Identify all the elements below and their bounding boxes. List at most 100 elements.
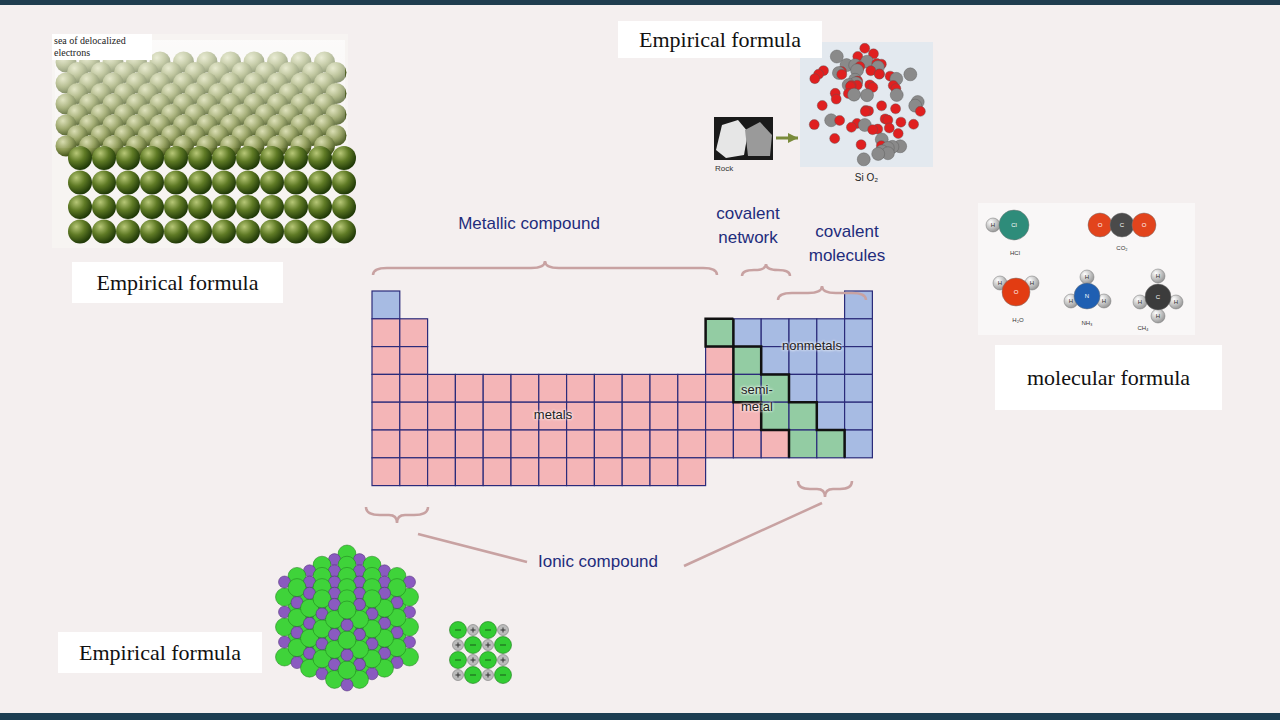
ion-circle (495, 637, 512, 654)
metal-atom (92, 220, 116, 244)
atom-symbol: H (1151, 313, 1165, 320)
element-cell (567, 430, 595, 458)
ion-sphere (338, 601, 356, 619)
element-cell (483, 458, 511, 486)
element-cell (539, 374, 567, 402)
brace (742, 264, 790, 276)
atom-symbol: O (1007, 289, 1025, 296)
element-cell (594, 374, 622, 402)
brace (798, 481, 852, 497)
element-cell (455, 430, 483, 458)
metal-atom (92, 146, 116, 170)
metal-atom (68, 195, 92, 219)
charge-sign (501, 628, 506, 633)
atom-symbol: C (1113, 222, 1131, 229)
metal-atom (236, 171, 260, 195)
charge-sign (485, 660, 491, 661)
metal-atom (92, 171, 116, 195)
group-label: Metallic compound (419, 212, 639, 236)
element-cell (622, 430, 650, 458)
element-cell (567, 458, 595, 486)
metal-atom (308, 146, 332, 170)
atom-symbol: H (986, 222, 1000, 229)
metal-atom (284, 220, 308, 244)
ion-circle (498, 655, 509, 666)
metal-atom (284, 171, 308, 195)
group-label: covalent network (703, 202, 793, 250)
mineral-photo: Rock (712, 112, 776, 164)
element-cell (817, 374, 845, 402)
network-atom (810, 74, 820, 84)
element-cell (817, 402, 845, 430)
ion-circle (480, 622, 497, 639)
network-atom (835, 115, 845, 125)
ion-circle (468, 655, 479, 666)
charge-sign (500, 675, 506, 676)
ion-sphere (341, 679, 353, 691)
element-cell (372, 458, 400, 486)
element-cell (567, 374, 595, 402)
network-atom (837, 69, 847, 79)
ion-sphere (338, 631, 356, 649)
metal-atom (212, 220, 236, 244)
network-atom (848, 88, 861, 101)
network-atom (904, 68, 917, 81)
region-label: semi- metal (741, 381, 785, 415)
group-label: covalent molecules (797, 220, 897, 268)
element-cell (622, 458, 650, 486)
region-label: metals (513, 406, 593, 423)
element-cell (428, 374, 456, 402)
metal-atom (140, 220, 164, 244)
metal-atom (164, 171, 188, 195)
network-atom (846, 122, 856, 132)
ion-sphere (338, 661, 356, 679)
network-atom (809, 120, 819, 130)
charge-sign (486, 673, 491, 678)
element-cell (845, 319, 873, 347)
element-cell (622, 374, 650, 402)
element-cell (789, 430, 817, 458)
metal-atom (68, 171, 92, 195)
formula-box: molecular formula (995, 345, 1222, 410)
ion-sphere (341, 649, 353, 661)
metal-atom (116, 171, 140, 195)
formula-box: Empirical formula (618, 21, 822, 58)
charge-sign (500, 645, 506, 646)
metal-atom (140, 171, 164, 195)
metal-atom (332, 171, 356, 195)
formula-text: Empirical formula (639, 27, 801, 53)
element-cell (372, 291, 400, 319)
network-atom (896, 117, 906, 127)
metal-atom (212, 195, 236, 219)
atom-ball (1088, 213, 1112, 237)
element-cell (650, 458, 678, 486)
metal-atom (212, 171, 236, 195)
atom-ball (999, 210, 1029, 240)
molecule-name: NH₃ (1072, 320, 1102, 327)
element-cell (845, 291, 873, 319)
metal-atom (284, 195, 308, 219)
image-caption: Rock (715, 164, 733, 174)
metal-atom (332, 220, 356, 244)
element-cell (400, 374, 428, 402)
staircase-line (706, 319, 789, 458)
atom-symbol: Cl (1003, 222, 1025, 229)
molecule-models (986, 210, 1183, 323)
network-atom (877, 101, 887, 111)
crystal-model: Si O₂ (798, 40, 935, 172)
network-atom (830, 133, 840, 143)
annotation: sea of delocalized electrons (52, 34, 152, 60)
metal-atom (164, 220, 188, 244)
metal-atom (188, 220, 212, 244)
crystal-backdrop (800, 42, 933, 167)
atom-symbol: H (1169, 299, 1183, 306)
element-cell (594, 402, 622, 430)
metal-atom (164, 195, 188, 219)
element-cell (400, 458, 428, 486)
element-cell (845, 430, 873, 458)
element-cell (845, 374, 873, 402)
metal-atom (68, 220, 92, 244)
element-cell (428, 402, 456, 430)
charge-sign (455, 630, 461, 631)
